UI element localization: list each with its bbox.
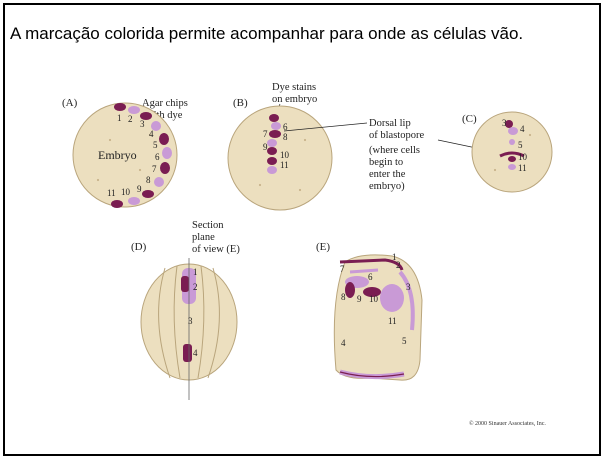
agar-chips-label-2: with dye: [146, 110, 183, 121]
a-num-10: 10: [121, 187, 131, 197]
c-num-3: 3: [502, 118, 507, 128]
lip-label-1: Dorsal lip: [369, 118, 411, 129]
b-num-7: 7: [263, 129, 268, 139]
e-num-5: 5: [402, 336, 407, 346]
d-num-1: 1: [193, 267, 198, 277]
a-num-2: 2: [128, 114, 133, 124]
a-num-11: 11: [107, 188, 116, 198]
a-num-4: 4: [149, 129, 154, 139]
slide-frame: A marcação colorida permite acompanhar p…: [3, 3, 601, 456]
panel-c-letter: (C): [462, 113, 477, 125]
e-num-2: 2: [396, 260, 401, 270]
a-num-3: 3: [140, 119, 145, 129]
panel-e: (E) 1 2 3 4 5 6 7 8 9 10 11: [316, 241, 423, 381]
lip-label-3: (where cells: [369, 145, 420, 156]
b-num-6: 6: [283, 122, 288, 132]
section-label-2: plane: [192, 232, 215, 243]
a-num-8: 8: [146, 175, 151, 185]
copyright-text: © 2000 Sinauer Associates, Inc.: [469, 420, 546, 427]
e-num-6: 6: [368, 272, 373, 282]
panel-b-letter: (B): [233, 97, 248, 109]
e-num-10: 10: [369, 294, 379, 304]
panel-a: (A) Agar chips with dye Embryo 1 2 3 4 5…: [62, 97, 188, 208]
a-num-6: 6: [155, 152, 160, 162]
section-label-1: Section: [192, 220, 224, 231]
slide-caption: A marcação colorida permite acompanhar p…: [10, 24, 524, 43]
b-num-8: 8: [283, 132, 288, 142]
d-num-4: 4: [193, 348, 198, 358]
lip-label-5: enter the: [369, 169, 406, 180]
a-num-7: 7: [152, 164, 157, 174]
b-num-9: 9: [263, 142, 268, 152]
section-label-3: of view (E): [192, 244, 240, 255]
lip-label-4: begin to: [369, 157, 403, 168]
e-num-8: 8: [341, 292, 346, 302]
d-num-3: 3: [188, 316, 193, 326]
c-num-4: 4: [520, 124, 525, 134]
embryo-e: [333, 254, 423, 381]
a-num-1: 1: [117, 113, 122, 123]
e-num-7: 7: [340, 264, 345, 274]
e-num-3: 3: [406, 282, 411, 292]
e-num-9: 9: [357, 294, 362, 304]
panel-d: (D) Section plane of view (E) 1 2 3 4: [131, 220, 240, 400]
c-num-5: 5: [518, 140, 523, 150]
d-num-2: 2: [193, 282, 198, 292]
panel-b: (B) Dye stains on embryo 6 7 8 9 10 11: [227, 82, 333, 211]
lip-label-6: embryo): [369, 181, 405, 192]
a-num-5: 5: [153, 140, 158, 150]
e-num-1: 1: [392, 252, 397, 262]
a-num-9: 9: [137, 184, 142, 194]
panel-d-letter: (D): [131, 241, 147, 253]
e-num-4: 4: [341, 338, 346, 348]
b-num-10: 10: [280, 150, 290, 160]
panel-e-letter: (E): [316, 241, 330, 253]
embryo-label: Embryo: [98, 148, 137, 162]
b-num-11: 11: [280, 160, 289, 170]
e-num-11: 11: [388, 316, 397, 326]
panel-a-letter: (A): [62, 97, 78, 109]
c-num-11: 11: [518, 163, 527, 173]
panel-c: (C) 3 4 5 10 11: [462, 111, 553, 193]
dye-stains-label-2: on embryo: [272, 94, 317, 105]
agar-chips-label-1: Agar chips: [142, 98, 188, 109]
dye-stains-label-1: Dye stains: [272, 82, 316, 93]
embryo-a: [72, 102, 178, 208]
lip-label-2: of blastopore: [369, 130, 424, 141]
embryo-b: [227, 105, 333, 211]
c-num-10: 10: [518, 152, 528, 162]
